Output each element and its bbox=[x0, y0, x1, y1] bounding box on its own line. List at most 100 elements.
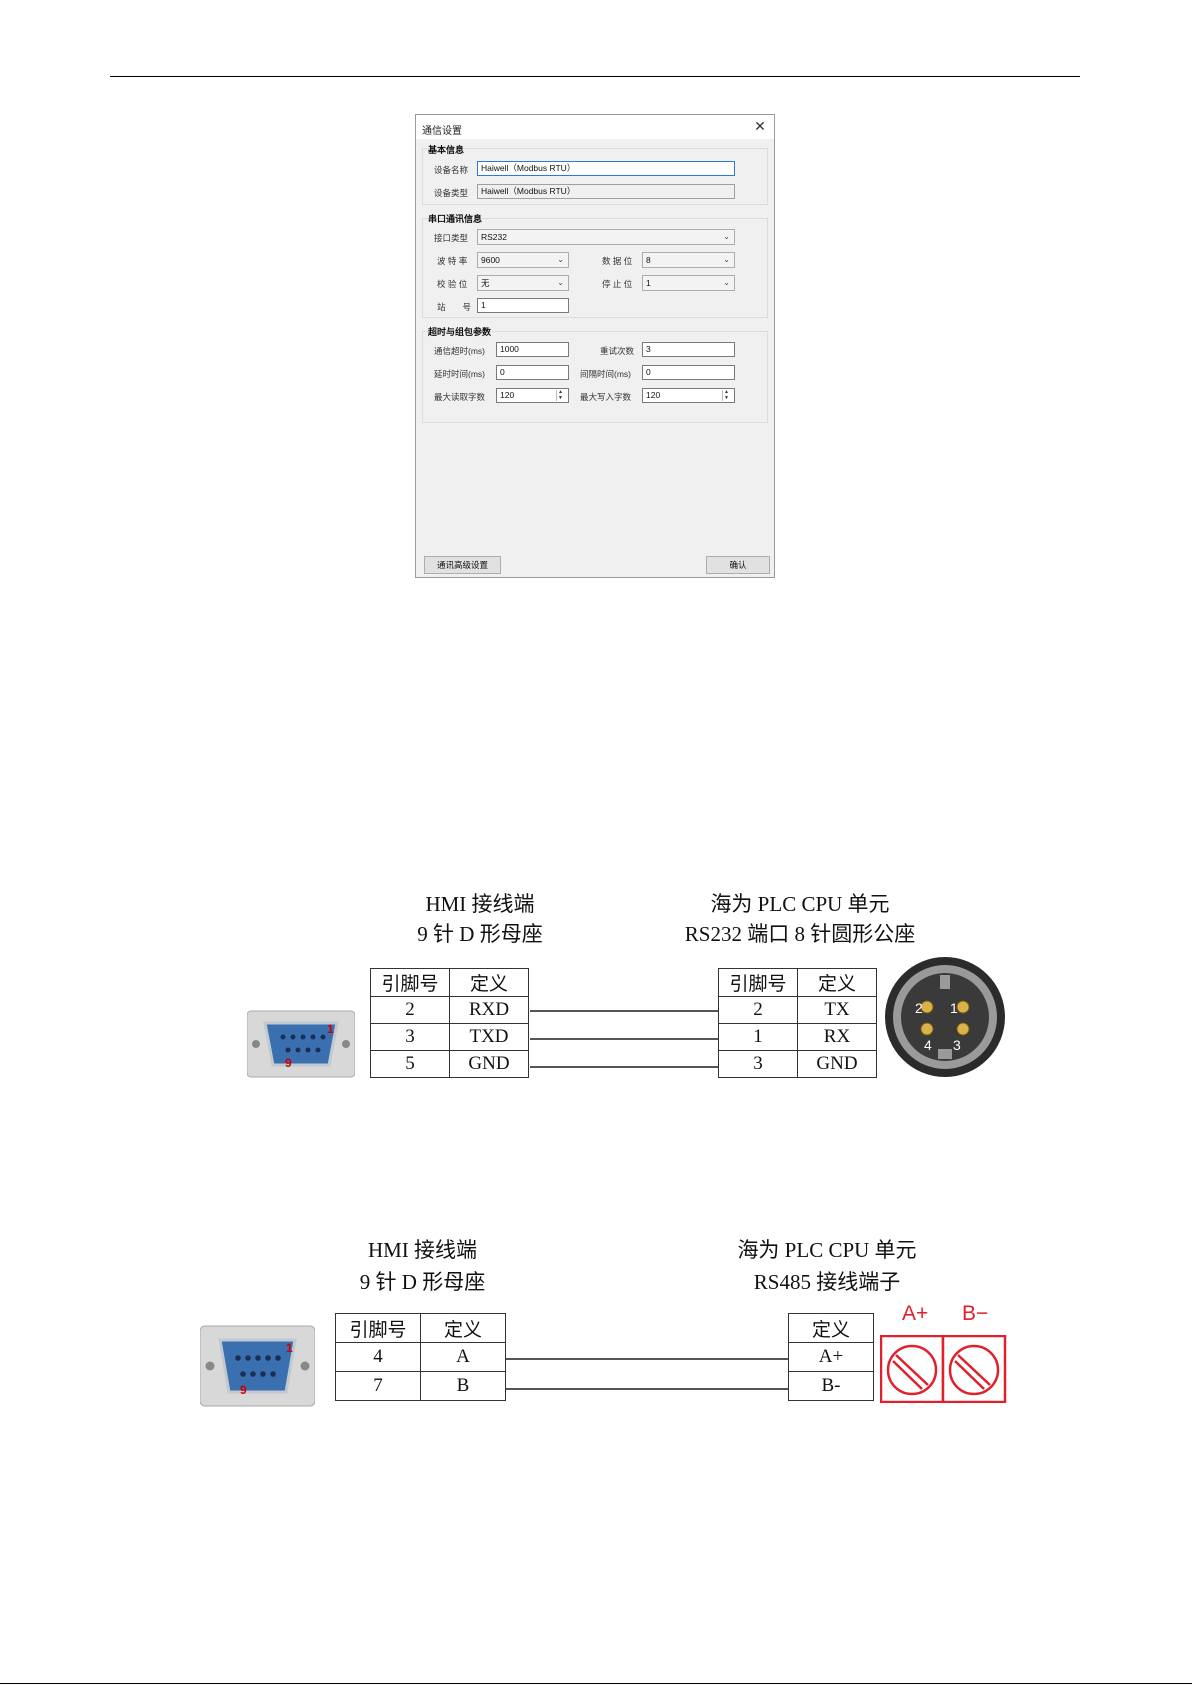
terminal-a-label: A+ bbox=[902, 1302, 929, 1325]
stop-bits-select[interactable]: 1 ⌄ bbox=[642, 275, 735, 291]
pin-cell: 1 bbox=[718, 1023, 798, 1051]
baud-select[interactable]: 9600 ⌄ bbox=[477, 252, 569, 268]
col-def-header: 定义 bbox=[449, 968, 529, 997]
mini-din-male-connector-icon: 2 1 4 3 bbox=[885, 957, 1005, 1077]
terminal-b-label: B− bbox=[962, 1302, 989, 1325]
interval-input[interactable]: 0 bbox=[642, 365, 735, 380]
d2-right-pin-table: 定义 A+ B- bbox=[788, 1313, 874, 1401]
d1-left-title-1: HMI 接线端 bbox=[425, 892, 535, 916]
db9-pin-9-label: 9 bbox=[285, 1056, 292, 1070]
db9-pin-1-label: 1 bbox=[327, 1022, 334, 1036]
col-def-header: 定义 bbox=[797, 968, 877, 997]
def-cell: RXD bbox=[449, 996, 529, 1024]
data-bits-select[interactable]: 8 ⌄ bbox=[642, 252, 735, 268]
db9-female-connector-icon: 1 9 bbox=[200, 1325, 315, 1407]
db9-female-connector-icon: 1 9 bbox=[247, 1010, 355, 1078]
col-pin-header: 引脚号 bbox=[718, 968, 798, 997]
chevron-down-icon: ⌄ bbox=[557, 255, 564, 264]
parity-value: 无 bbox=[481, 278, 490, 288]
d1-right-title-2: RS232 端口 8 针圆形公座 bbox=[684, 922, 916, 946]
device-name-label: 设备名称 bbox=[434, 165, 469, 175]
col-def-header: 定义 bbox=[788, 1313, 874, 1343]
col-pin-header: 引脚号 bbox=[370, 968, 450, 997]
stop-bits-value: 1 bbox=[646, 278, 651, 288]
port-type-value: RS232 bbox=[481, 232, 507, 242]
retry-input[interactable]: 3 bbox=[642, 342, 735, 357]
chevron-down-icon: ⌄ bbox=[557, 278, 564, 287]
close-icon[interactable]: ✕ bbox=[754, 118, 766, 134]
pin-cell: 3 bbox=[718, 1050, 798, 1078]
pin-cell: 3 bbox=[370, 1023, 450, 1051]
pin-cell: 7 bbox=[335, 1371, 421, 1401]
serial-info-title: 串口通讯信息 bbox=[428, 214, 483, 224]
d1-left-title-2: 9 针 D 形母座 bbox=[417, 922, 543, 946]
d2-left-title-2: 9 针 D 形母座 bbox=[359, 1270, 486, 1294]
def-cell: RX bbox=[797, 1023, 877, 1051]
d2-left-title-1: HMI 接线端 bbox=[367, 1238, 478, 1262]
parity-label: 校 验 位 bbox=[437, 279, 468, 289]
max-write-label: 最大写入字数 bbox=[580, 392, 632, 402]
delay-label: 延时时间(ms) bbox=[434, 369, 485, 379]
interval-label: 间隔时间(ms) bbox=[580, 369, 631, 379]
port-type-label: 接口类型 bbox=[434, 233, 469, 243]
station-label: 站 号 bbox=[437, 302, 472, 312]
db9-pin-9-label: 9 bbox=[240, 1383, 247, 1397]
def-cell: A+ bbox=[788, 1342, 874, 1372]
def-cell: A bbox=[420, 1342, 506, 1372]
delay-input[interactable]: 0 bbox=[496, 365, 569, 380]
basic-info-group bbox=[422, 148, 768, 205]
baud-value: 9600 bbox=[481, 255, 500, 265]
port-type-select[interactable]: RS232 ⌄ bbox=[477, 229, 735, 245]
col-def-header: 定义 bbox=[420, 1313, 506, 1343]
din-pin-label: 1 bbox=[950, 1000, 958, 1016]
device-type-field: Haiwell（Modbus RTU） bbox=[477, 184, 735, 199]
d2-right-title-1: 海为 PLC CPU 单元 bbox=[737, 1238, 917, 1262]
wire-a-aplus bbox=[506, 1358, 788, 1360]
station-input[interactable]: 1 bbox=[477, 298, 569, 313]
wire-b-bminus bbox=[506, 1388, 788, 1390]
pin-cell: 2 bbox=[718, 996, 798, 1024]
basic-info-title: 基本信息 bbox=[428, 145, 465, 155]
dialog-titlebar: 通信设置 ✕ bbox=[416, 115, 774, 139]
header-rule bbox=[110, 76, 1080, 77]
device-name-input[interactable]: Haiwell（Modbus RTU） bbox=[477, 161, 735, 176]
din-pin-label: 2 bbox=[915, 1000, 923, 1016]
max-write-value: 120 bbox=[646, 390, 661, 400]
def-cell: TX bbox=[797, 996, 877, 1024]
din-pin-label: 4 bbox=[924, 1037, 932, 1053]
def-cell: B- bbox=[788, 1371, 874, 1401]
ok-button[interactable]: 确认 bbox=[706, 556, 770, 574]
advanced-settings-button[interactable]: 通讯高级设置 bbox=[424, 556, 501, 574]
pin-cell: 2 bbox=[370, 996, 450, 1024]
data-bits-value: 8 bbox=[646, 255, 651, 265]
timeout-title: 超时与组包参数 bbox=[428, 327, 492, 337]
timeout-group bbox=[422, 331, 768, 423]
def-cell: TXD bbox=[449, 1023, 529, 1051]
serial-info-group bbox=[422, 218, 768, 318]
db9-pin-1-label: 1 bbox=[286, 1341, 293, 1355]
wire-txd-rx bbox=[530, 1038, 718, 1040]
max-read-spinner[interactable]: 120 ▲▼ bbox=[496, 388, 569, 403]
stop-bits-label: 停 止 位 bbox=[602, 279, 633, 289]
baud-label: 波 特 率 bbox=[437, 256, 468, 266]
chevron-down-icon: ⌄ bbox=[723, 232, 730, 241]
max-write-spinner[interactable]: 120 ▲▼ bbox=[642, 388, 735, 403]
wire-rxd-tx bbox=[530, 1010, 718, 1012]
spinner-arrows-icon[interactable]: ▲▼ bbox=[556, 390, 567, 401]
chevron-down-icon: ⌄ bbox=[723, 278, 730, 287]
comm-timeout-input[interactable]: 1000 bbox=[496, 342, 569, 357]
parity-select[interactable]: 无 ⌄ bbox=[477, 275, 569, 291]
spinner-arrows-icon[interactable]: ▲▼ bbox=[722, 390, 733, 401]
pin-cell: 4 bbox=[335, 1342, 421, 1372]
max-read-label: 最大读取字数 bbox=[434, 392, 486, 402]
col-pin-header: 引脚号 bbox=[335, 1313, 421, 1343]
d2-right-title-2: RS485 接线端子 bbox=[753, 1270, 901, 1294]
footer-rule bbox=[0, 1683, 1192, 1684]
rs485-terminal-block-icon bbox=[880, 1335, 1007, 1403]
max-read-value: 120 bbox=[500, 390, 515, 400]
data-bits-label: 数 据 位 bbox=[602, 256, 633, 266]
dialog-title: 通信设置 bbox=[422, 126, 462, 137]
